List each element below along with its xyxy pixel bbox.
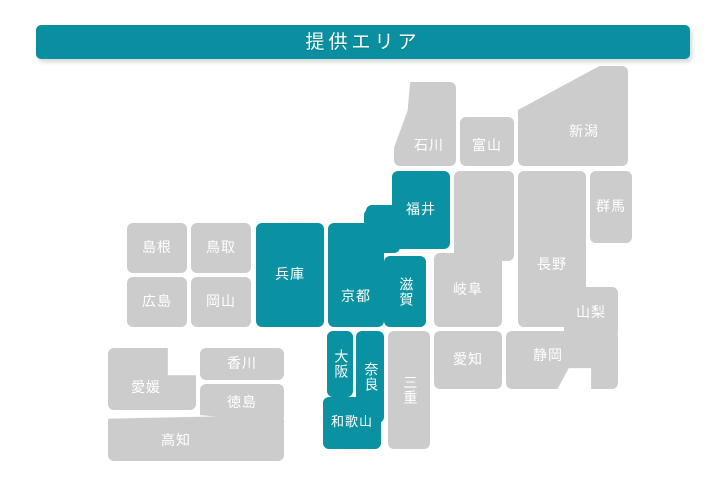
page-title: 提供エリア (305, 30, 421, 53)
prefecture-label: 奈良 (362, 362, 379, 392)
page-header-bar: 提供エリア (36, 25, 690, 59)
prefecture-okayama[interactable]: 岡山 (191, 277, 251, 327)
prefecture-label: 広島 (142, 293, 172, 310)
prefecture-label: 愛知 (453, 351, 483, 368)
prefecture-shizuoka[interactable]: 静岡 (506, 331, 618, 389)
prefecture-label: 香川 (227, 355, 257, 372)
prefecture-shimane[interactable]: 島根 (127, 223, 187, 273)
prefecture-label: 島根 (142, 239, 172, 256)
prefecture-label: 山梨 (576, 304, 606, 321)
prefecture-label: 兵庫 (275, 266, 305, 283)
prefecture-fukui-tail[interactable] (366, 205, 406, 249)
prefecture-label: 和歌山 (330, 415, 373, 431)
prefecture-tottori[interactable]: 鳥取 (191, 223, 251, 273)
prefecture-label: 静岡 (533, 348, 563, 364)
prefecture-hiroshima[interactable]: 広島 (127, 277, 187, 327)
prefecture-label: 新潟 (569, 124, 599, 141)
prefecture-ishikawa[interactable]: 石川 (394, 82, 456, 166)
prefecture-label: 群馬 (596, 198, 626, 215)
prefecture-niigata[interactable]: 新潟 (518, 66, 628, 166)
prefecture-label: 富山 (472, 138, 502, 155)
prefecture-label: 愛媛 (131, 380, 161, 397)
prefecture-label: 鳥取 (206, 239, 236, 256)
prefecture-label: 徳島 (227, 394, 257, 411)
prefecture-gifu-upper[interactable] (454, 171, 514, 261)
prefecture-label: 岐阜 (453, 281, 483, 298)
prefecture-label: 高知 (161, 432, 191, 449)
prefecture-gunma[interactable]: 群馬 (590, 171, 632, 243)
prefecture-osaka[interactable]: 大阪 (327, 331, 353, 397)
japan-region-map: 島根 鳥取 広島 岡山 兵庫 京都 福井 滋賀 大阪 奈良 和歌山 三重 (0, 60, 728, 493)
prefecture-label: 大阪 (332, 349, 349, 379)
prefecture-label: 福井 (406, 201, 436, 218)
prefecture-label: 京都 (341, 289, 371, 306)
prefecture-label: 岡山 (206, 293, 236, 310)
prefecture-aichi[interactable]: 愛知 (434, 331, 502, 389)
prefecture-toyama[interactable]: 富山 (460, 117, 514, 166)
prefecture-shiga[interactable]: 滋賀 (384, 256, 426, 327)
prefecture-label: 三重 (401, 375, 418, 405)
prefecture-label: 石川 (414, 138, 444, 155)
prefecture-label: 長野 (537, 256, 567, 273)
prefecture-label: 滋賀 (397, 276, 414, 307)
prefecture-kagawa[interactable]: 香川 (200, 348, 284, 380)
prefecture-wakayama[interactable]: 和歌山 (323, 397, 381, 449)
prefecture-gifu[interactable]: 岐阜 (434, 253, 502, 327)
prefecture-hyogo[interactable]: 兵庫 (256, 223, 324, 327)
prefecture-mie[interactable]: 三重 (388, 331, 430, 449)
prefecture-ehime[interactable]: 愛媛 (108, 348, 196, 410)
prefecture-kochi[interactable]: 高知 (108, 415, 284, 461)
